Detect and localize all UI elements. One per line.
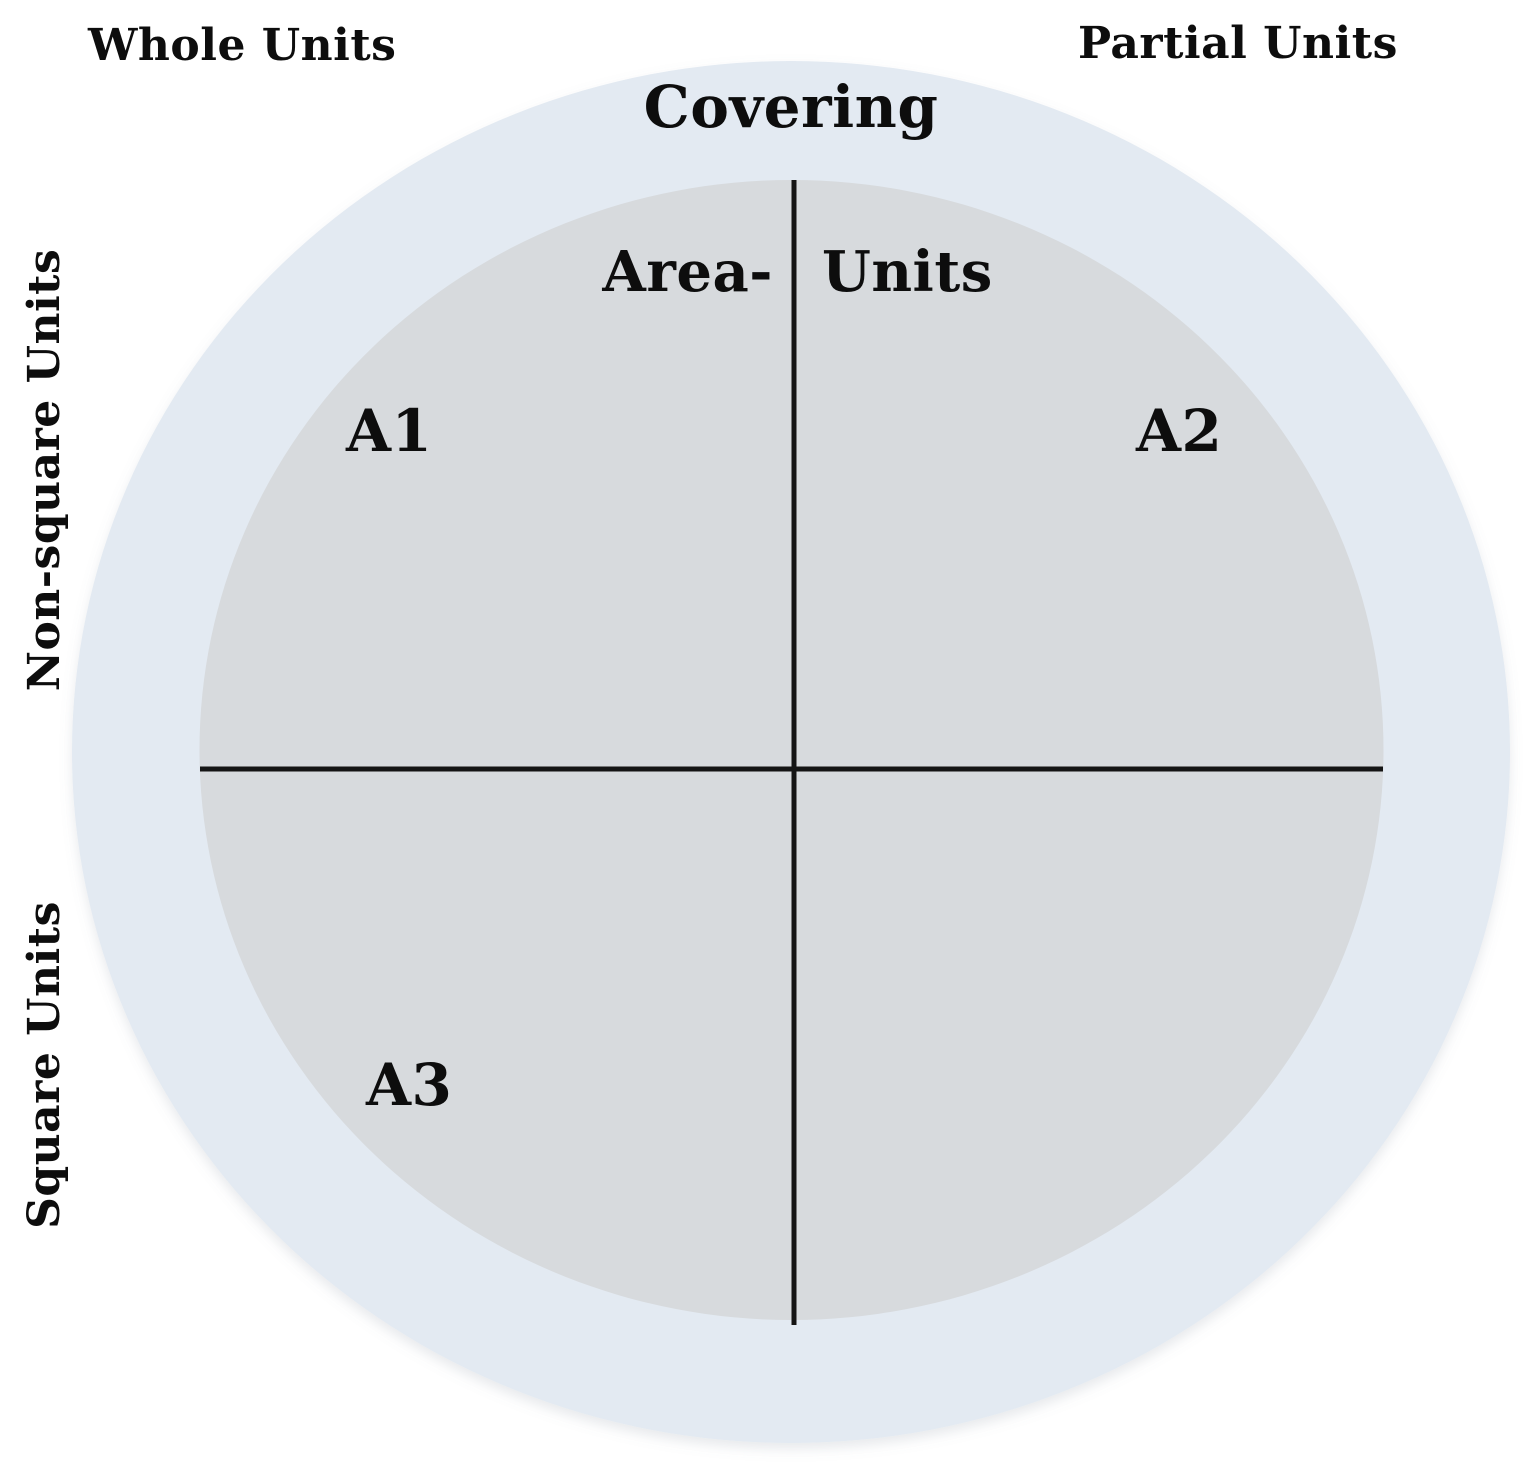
partial-units-label: Partial Units [1078, 18, 1398, 69]
square-units-label: Square Units [19, 901, 70, 1229]
quadrant-label-a3: A3 [366, 1051, 453, 1119]
quadrant-label-a2: A2 [1136, 397, 1223, 465]
diagram-title: Covering [643, 73, 939, 141]
non-square-units-label: Non-square Units [19, 248, 70, 692]
center-label-area: Area- [602, 239, 773, 305]
whole-units-label: Whole Units [88, 20, 397, 71]
center-label-units: Units [822, 239, 993, 305]
quadrant-label-a1: A1 [346, 397, 433, 465]
